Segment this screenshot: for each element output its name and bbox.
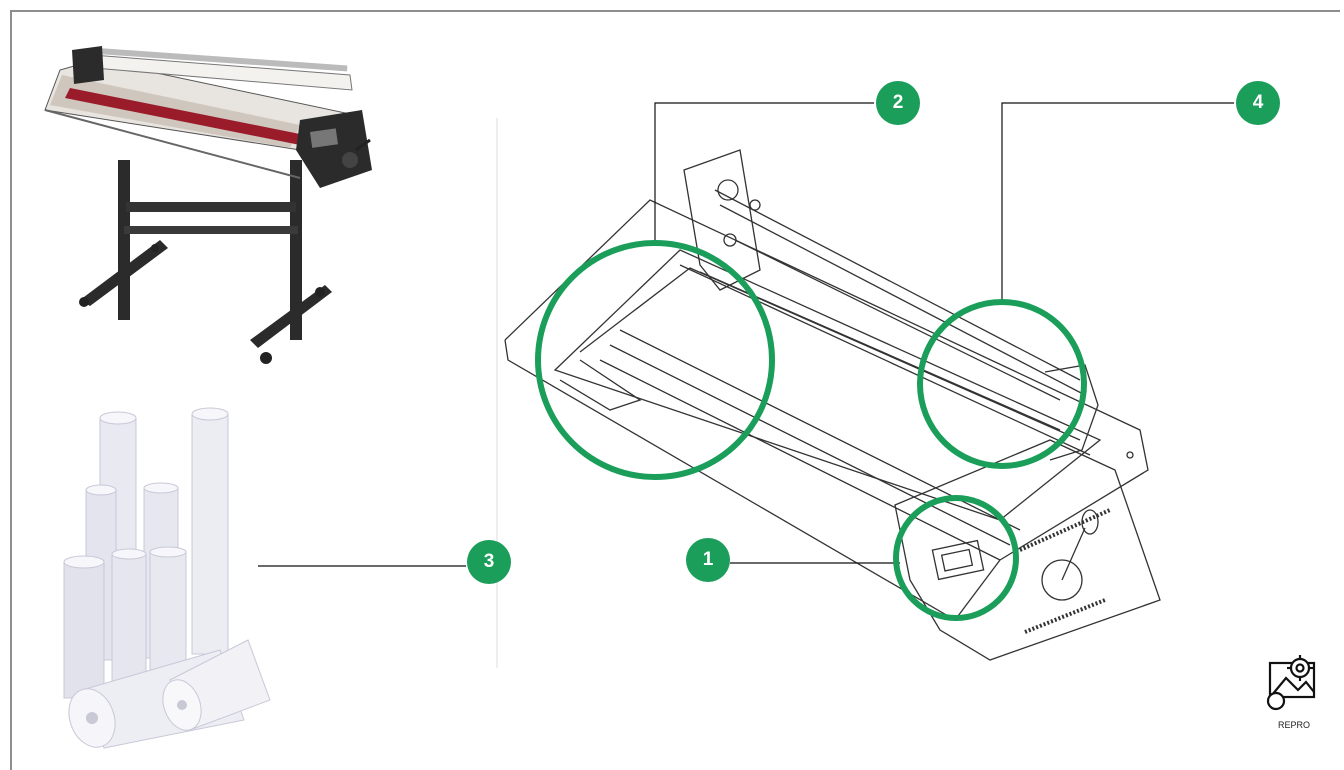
leader-line-2 (654, 102, 874, 244)
highlight-circles (535, 240, 1087, 621)
callout-3: 3 (467, 540, 511, 584)
leader-line-4 (1001, 102, 1234, 300)
callout-1: 1 (686, 538, 730, 582)
laminator-line-drawing (504, 149, 1161, 661)
highlight-circle-4 (917, 299, 1087, 469)
callout-2: 2 (876, 81, 920, 125)
page-frame (10, 10, 1340, 770)
highlight-circle-1 (893, 495, 1019, 621)
laminator-photo (44, 46, 372, 364)
leader-lines (258, 102, 1234, 567)
repro-gear-image-icon (1266, 655, 1316, 711)
repro-logo-label: REPRO (1277, 720, 1310, 730)
film-rolls-photo (63, 407, 271, 749)
callout-4: 4 (1236, 81, 1280, 125)
highlight-circle-2 (535, 240, 775, 480)
